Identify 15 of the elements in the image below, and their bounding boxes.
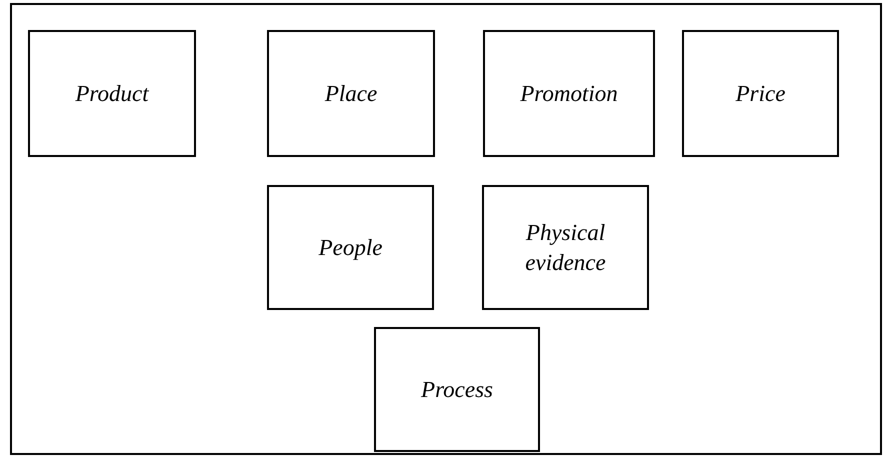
frame-box — [10, 3, 882, 455]
text-box — [28, 30, 196, 157]
text-box — [267, 185, 434, 310]
box-label: Place — [324, 80, 378, 108]
box-label: Product — [75, 80, 149, 108]
box-label: Process — [421, 376, 493, 404]
box-label: Promotion — [520, 80, 618, 108]
box-label: People — [318, 234, 382, 262]
text-box — [267, 30, 435, 157]
box-label: Price — [736, 80, 786, 108]
text-box — [483, 30, 655, 157]
text-box — [682, 30, 839, 157]
box-label: Physical evidence — [524, 218, 607, 276]
text-box — [482, 185, 649, 310]
text-box — [374, 327, 540, 452]
